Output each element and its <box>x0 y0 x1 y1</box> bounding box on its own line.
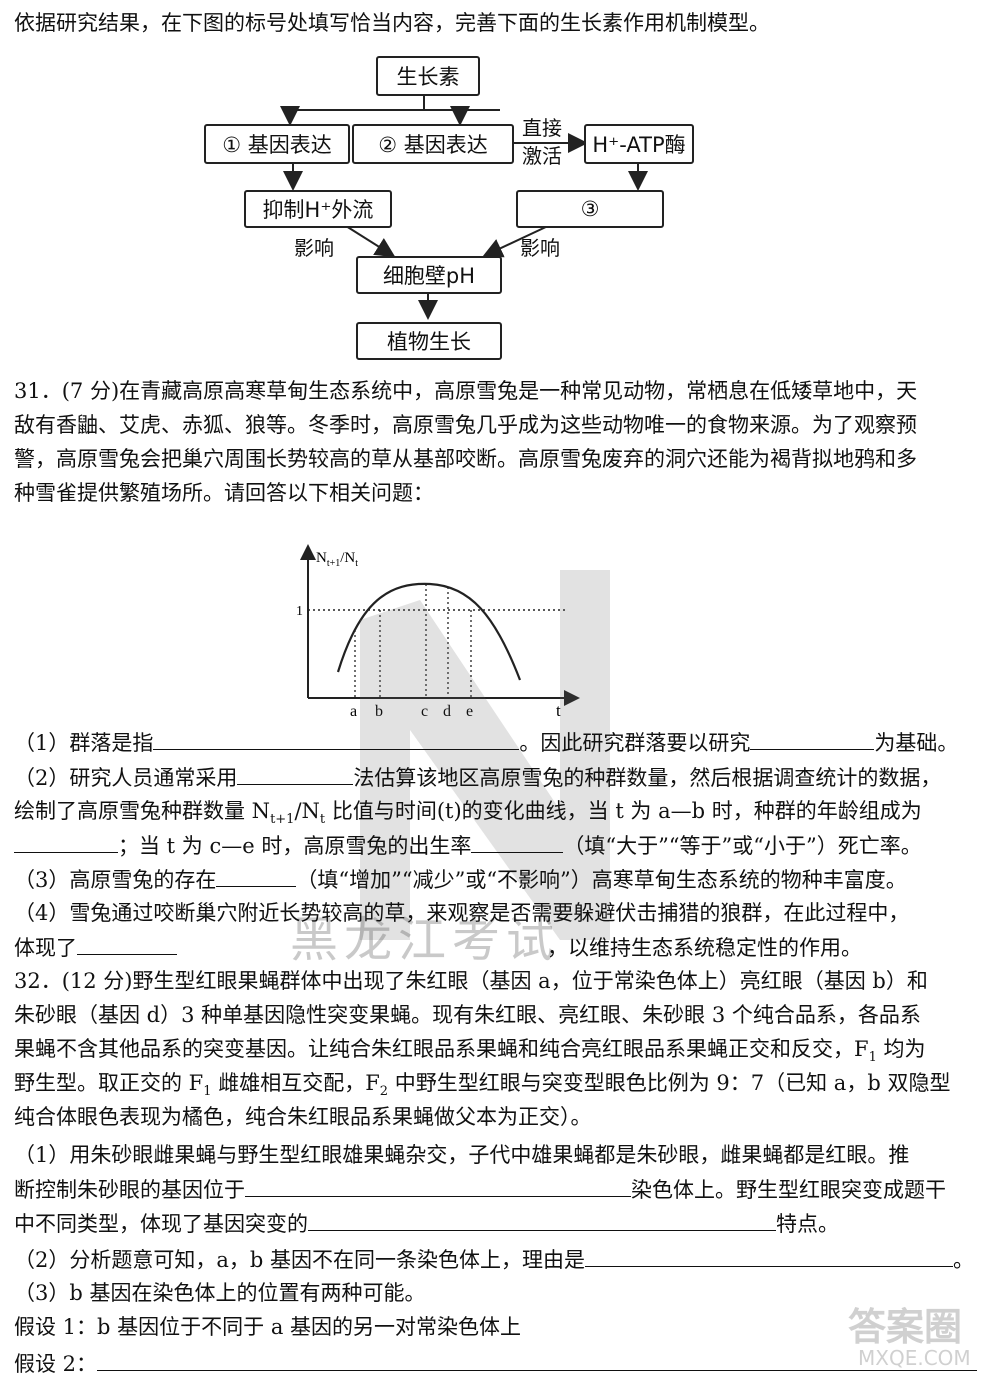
affect-left-label: 影响 <box>294 236 334 260</box>
q31-line-4: 种雪雀提供繁殖场所。请回答以下相关问题： <box>14 481 434 505</box>
q31-sub4-line1: （4）雪兔通过咬断巢穴附近长势较高的草，来观察是否需要躲避伏击捕猎的狼群，在此过… <box>14 901 910 925</box>
x-mark-b: b <box>375 703 383 720</box>
x-axis-label: t <box>556 701 561 720</box>
q32-sub1-line2: 断控制朱砂眼的基因位于染色体上。野生型红眼突变成题干 <box>14 1174 988 1205</box>
gene-expression-1-box: ① 基因表达 <box>204 124 350 164</box>
y-axis-label: Nt+1/Nt <box>316 550 358 569</box>
q32-line-2: 朱砂眼（基因 d）3 种单基因隐性突变果蝇。现有朱红眼、亮红眼、朱砂眼 3 个纯… <box>14 1003 921 1027</box>
q32-line-3: 果蝇不含其他品系的突变基因。让纯合朱红眼品系果蝇和纯合亮红眼品系果蝇正交和反交，… <box>14 1037 926 1066</box>
q32-line-5: 纯合体眼色表现为橘色，纯合朱红眼品系果蝇做父本为正交）。 <box>14 1105 592 1129</box>
q31-sub1: （1）群落是指。因此研究群落要以研究为基础。 <box>14 727 988 758</box>
q32-sub1-line1: （1）用朱砂眼雌果蝇与野生型红眼雄果蝇杂交，子代中雄果蝇都是朱砂眼，雌果蝇都是红… <box>14 1143 910 1167</box>
q31-sub2-line2: 绘制了高原雪兔种群数量 Nt+1/Nt 比值与时间(t)的变化曲线，当 t 为 … <box>14 799 922 828</box>
plant-growth-box: 植物生长 <box>356 322 502 360</box>
x-mark-c: c <box>421 703 428 720</box>
q31-sub4-line2: 体现了，以维持生态系统稳定性的作用。 <box>14 932 988 963</box>
q31-line-2: 敌有香鼬、艾虎、赤狐、狼等。冬季时，高原雪兔几乎成为这些动物唯一的食物来源。为了… <box>14 413 917 437</box>
inhibit-h-efflux-box: 抑制H⁺外流 <box>244 190 392 228</box>
q31-line-3: 警，高原雪兔会把巢穴周围长势较高的草从基部咬断。高原雪兔废弃的洞穴还能为褐背拟地… <box>14 447 917 471</box>
q32-line-1: 32．(12 分)野生型红眼果蝇群体中出现了朱红眼（基因 a，位于常染色体上）亮… <box>14 969 928 993</box>
x-mark-d: d <box>443 703 451 720</box>
x-mark-a: a <box>350 703 357 720</box>
q31-sub2-line3: ；当 t 为 c—e 时，高原雪兔的出生率（填“大于”“等于”或“小于”）死亡率… <box>14 830 988 861</box>
flowchart-arrows <box>280 94 648 320</box>
watermark-text: 黑龙江考试 <box>290 912 561 968</box>
gene-expression-2-box: ② 基因表达 <box>352 124 514 164</box>
population-chart: Nt+1/Nt 1 a b c d e t <box>296 544 580 720</box>
y-tick-1: 1 <box>296 604 303 619</box>
q32-sub1-line3: 中不同类型，体现了基因突变的特点。 <box>14 1208 988 1239</box>
watermark-logo <box>360 570 610 940</box>
q32-sub2: （2）分析题意可知，a，b 基因不在同一条染色体上，理由是。 <box>14 1244 988 1275</box>
q31-line-1: 31．(7 分)在青藏高原高寒草甸生态系统中，高原雪兔是一种常见动物，常栖息在低… <box>14 379 918 403</box>
q32-line-4: 野生型。取正交的 F1 雌雄相互交配，F2 中野生型红眼与突变型眼色比例为 9：… <box>14 1071 951 1100</box>
q32-sub3: （3）b 基因在染色体上的位置有两种可能。 <box>14 1281 426 1305</box>
blank-3-box: ③ <box>516 190 664 228</box>
h-atpase-box: H⁺-ATP酶 <box>584 124 694 164</box>
series-curve <box>336 582 522 681</box>
corner-watermark-logo: 答案圈 <box>848 1305 963 1349</box>
q31-sub2-line1: （2）研究人员通常采用法估算该地区高原雪兔的种群数量，然后根据调查统计的数据， <box>14 762 988 793</box>
x-mark-e: e <box>466 703 473 720</box>
hypothesis-1: 假设 1：b 基因位于不同于 a 基因的另一对常染色体上 <box>14 1315 522 1339</box>
hypothesis-2: 假设 2： <box>14 1348 988 1379</box>
cell-wall-ph-box: 细胞壁pH <box>356 256 502 294</box>
activate-label: 激活 <box>522 144 562 168</box>
corner-watermark-url: MXQE.COM <box>858 1346 971 1370</box>
affect-right-label: 影响 <box>520 236 560 260</box>
auxin-box: 生长素 <box>376 56 480 96</box>
intro-text: 依据研究结果，在下图的标号处填写恰当内容，完善下面的生长素作用机制模型。 <box>14 11 770 35</box>
direct-label: 直接 <box>522 116 562 140</box>
q31-sub3: （3）高原雪兔的存在（填“增加”“减少”或“不影响”）高寒草甸生态系统的物种丰富… <box>14 864 988 895</box>
